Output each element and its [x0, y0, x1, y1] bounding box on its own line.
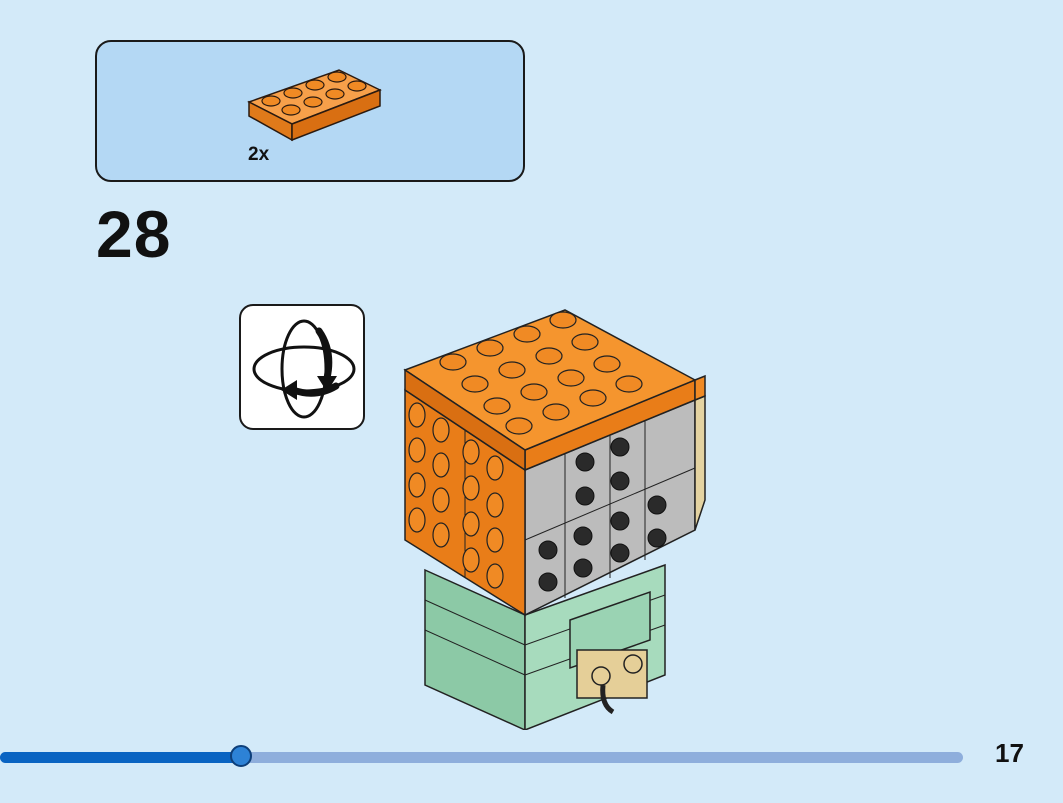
progress-handle[interactable]: [230, 745, 252, 767]
rotate-model-icon: [252, 319, 356, 419]
page-number: 17: [995, 738, 1024, 768]
rotate-hint-box: [239, 304, 365, 430]
parts-callout: 2x: [95, 40, 525, 182]
brickheadz-model: [403, 309, 706, 730]
step-number: 28: [96, 197, 172, 271]
part-quantity: 2x: [248, 144, 270, 165]
orange-plate-icon: [247, 69, 382, 142]
progress-fill: [0, 752, 241, 763]
progress-track[interactable]: [0, 745, 963, 767]
